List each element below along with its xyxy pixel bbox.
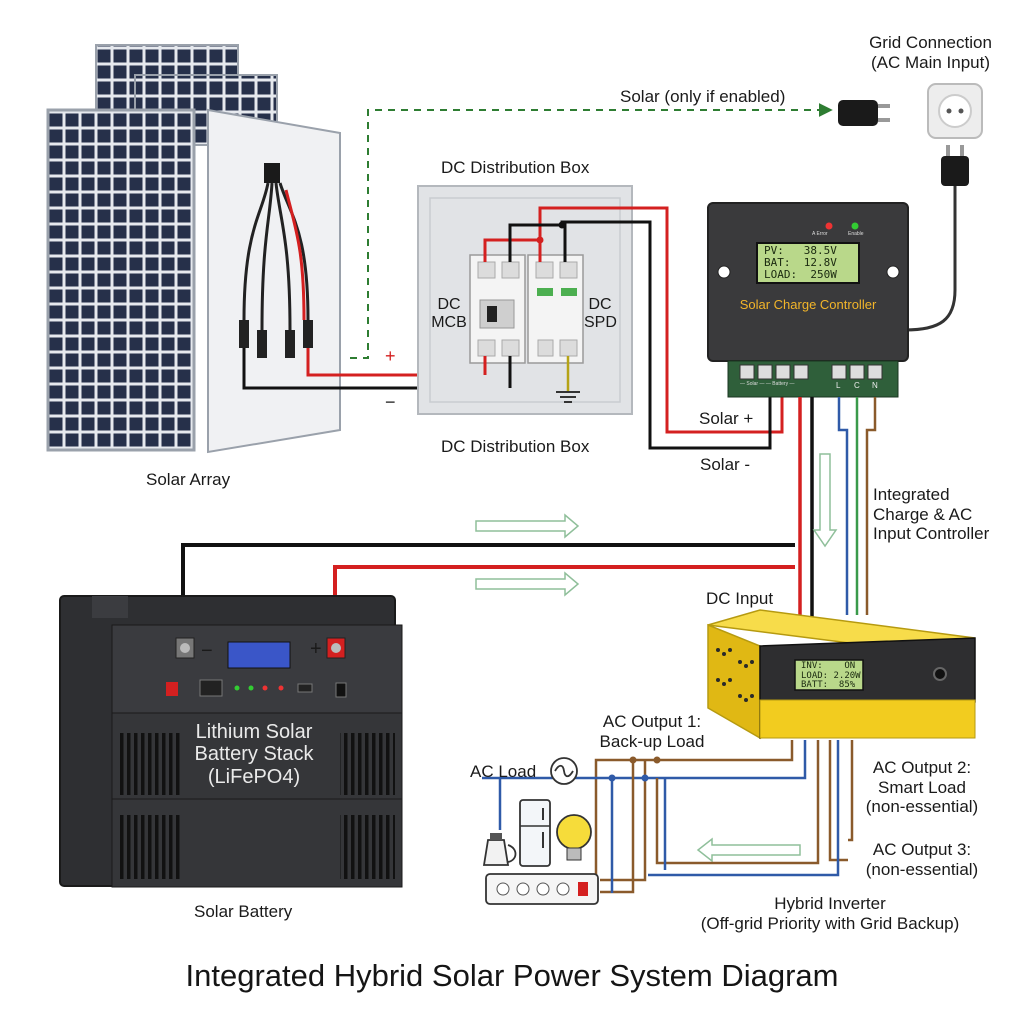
controller-terminal-label: — Solar — — Battery — [740, 381, 795, 387]
mc4-connector [257, 330, 267, 358]
battery-minus-label: − [201, 640, 213, 662]
hybrid-inverter-label: Hybrid Inverter (Off-grid Priority with … [680, 894, 980, 933]
grid-connection-label-line2: (AC Main Input) [870, 52, 991, 72]
ac-junction-dots [629, 756, 661, 764]
solar-charge-controller [707, 202, 909, 398]
appliances [482, 799, 599, 905]
dc-mcb-label-line2: MCB [431, 314, 467, 332]
mc4-connector [303, 320, 313, 348]
hybrid-inverter-label-line2: (Off-grid Priority with Grid Backup) [700, 913, 960, 933]
solar-only-if-enabled-label: Solar (only if enabled) [620, 87, 786, 106]
ac-output-wiring [482, 740, 854, 894]
controller-led1-label: A Error [812, 231, 828, 237]
ac-output2-label-line1: AC Output 2: [872, 758, 972, 777]
ac-output3-label-line1: AC Output 3: [872, 840, 972, 859]
solar-enabled-dashed-line [350, 103, 833, 359]
integrated-controller-label: Integrated Charge & AC Input Controller [873, 485, 989, 544]
dc-distribution-box [417, 185, 667, 415]
integrated-controller-label-line1: Integrated [873, 485, 950, 504]
mc4-connector [285, 330, 295, 358]
solar-array-label: Solar Array [146, 470, 231, 489]
array-minus-label: − [385, 392, 396, 412]
light-bulb-icon [556, 814, 592, 850]
plug-body [838, 100, 878, 126]
array-plus-label: + [385, 346, 396, 366]
battery-lcd [227, 641, 291, 669]
battery-stack-label-line3: (LiFePO4) [207, 765, 301, 788]
solar-plus-label: Solar + [699, 409, 754, 428]
inverter-lcd [794, 659, 864, 691]
controller-lcd-row3: LOAD: 250W [764, 268, 837, 281]
grid-cable [904, 186, 957, 332]
controller-name-label: Solar Charge Controller [739, 297, 877, 312]
ac-output1-label: AC Output 1: Back-up Load [588, 712, 716, 751]
dc-spd-label: DC SPD [584, 296, 617, 333]
controller-lcd [756, 242, 860, 284]
controller-led2-label: Enable [848, 231, 864, 237]
ac-output3-label: AC Output 3: (non-essential) [856, 840, 988, 879]
solar-panel-back-side [207, 108, 341, 454]
fridge-icon [519, 799, 551, 867]
grid-connection-label: Grid Connection (AC Main Input) [848, 33, 1013, 72]
dc-mcb-label: DC MCB [430, 296, 468, 333]
solar-minus-label: Solar - [700, 455, 751, 474]
page-title: Integrated Hybrid Solar Power System Dia… [185, 958, 839, 993]
grid-plug [941, 156, 969, 186]
integrated-controller-label-line3: Input Controller [873, 524, 990, 544]
ac-output2-label: AC Output 2: Smart Load (non-essential) [856, 758, 988, 817]
battery-module-1 [111, 624, 403, 714]
controller-lcd-row1: PV: 38.5V [764, 244, 837, 257]
dc-spd-label-line2: SPD [584, 314, 617, 332]
solar-battery-label: Solar Battery [194, 902, 293, 921]
dc-box-bottom-label: DC Distribution Box [441, 437, 590, 456]
controller-l-wire [837, 397, 849, 615]
battery-stack-label-line2: Battery Stack [194, 743, 314, 766]
ac-output1-label-line1: AC Output 1: [602, 712, 702, 731]
ac-load-label: AC Load [470, 762, 537, 781]
controller-lcd-row2: BAT: 12.8V [764, 256, 837, 269]
ac-output2-label-line3: (non-essential) [865, 797, 979, 817]
controller-term-c: C [854, 381, 860, 390]
flow-arrows [475, 453, 838, 863]
hybrid-inverter [707, 609, 976, 740]
controller-term-n: N [872, 381, 878, 390]
battery-stack-label-line1: Lithium Solar [195, 721, 313, 743]
junction-box [264, 163, 280, 183]
controller-term-l: L [836, 381, 841, 390]
inverter-lcd-row2: LOAD: 2.20W [801, 670, 861, 681]
inverter-lcd-row1: INV: ON [801, 661, 856, 671]
mc4-connector [239, 320, 249, 348]
dc-input-label: DC Input [706, 589, 774, 608]
grid-connection [838, 83, 983, 332]
ac-output2-label-line2: Smart Load [878, 777, 966, 797]
solar-panel-front [46, 108, 196, 452]
hybrid-inverter-label-line1: Hybrid Inverter [774, 894, 886, 913]
solar-negative-wire [560, 220, 772, 450]
ac-output3-label-line2: (non-essential) [865, 859, 979, 879]
battery-stack-label: Lithium Solar Battery Stack (LiFePO4) [170, 721, 338, 788]
grid-connection-label-line1: Grid Connection [869, 33, 992, 52]
battery-stack [59, 595, 403, 888]
kettle-icon [482, 839, 510, 866]
solar-positive-wire [632, 206, 784, 434]
ac-output1-label-line2: Back-up Load [599, 731, 705, 751]
integrated-controller-label-line2: Charge & AC [873, 504, 973, 524]
dc-spd-label-line1: DC [588, 296, 612, 313]
inverter-lcd-row3: BATT: 85% [801, 680, 856, 690]
battery-plus-label: + [310, 638, 322, 660]
dc-box-top-label: DC Distribution Box [441, 158, 590, 177]
dc-mcb-label-line1: DC [437, 296, 461, 313]
controller-n-wire [865, 397, 877, 615]
